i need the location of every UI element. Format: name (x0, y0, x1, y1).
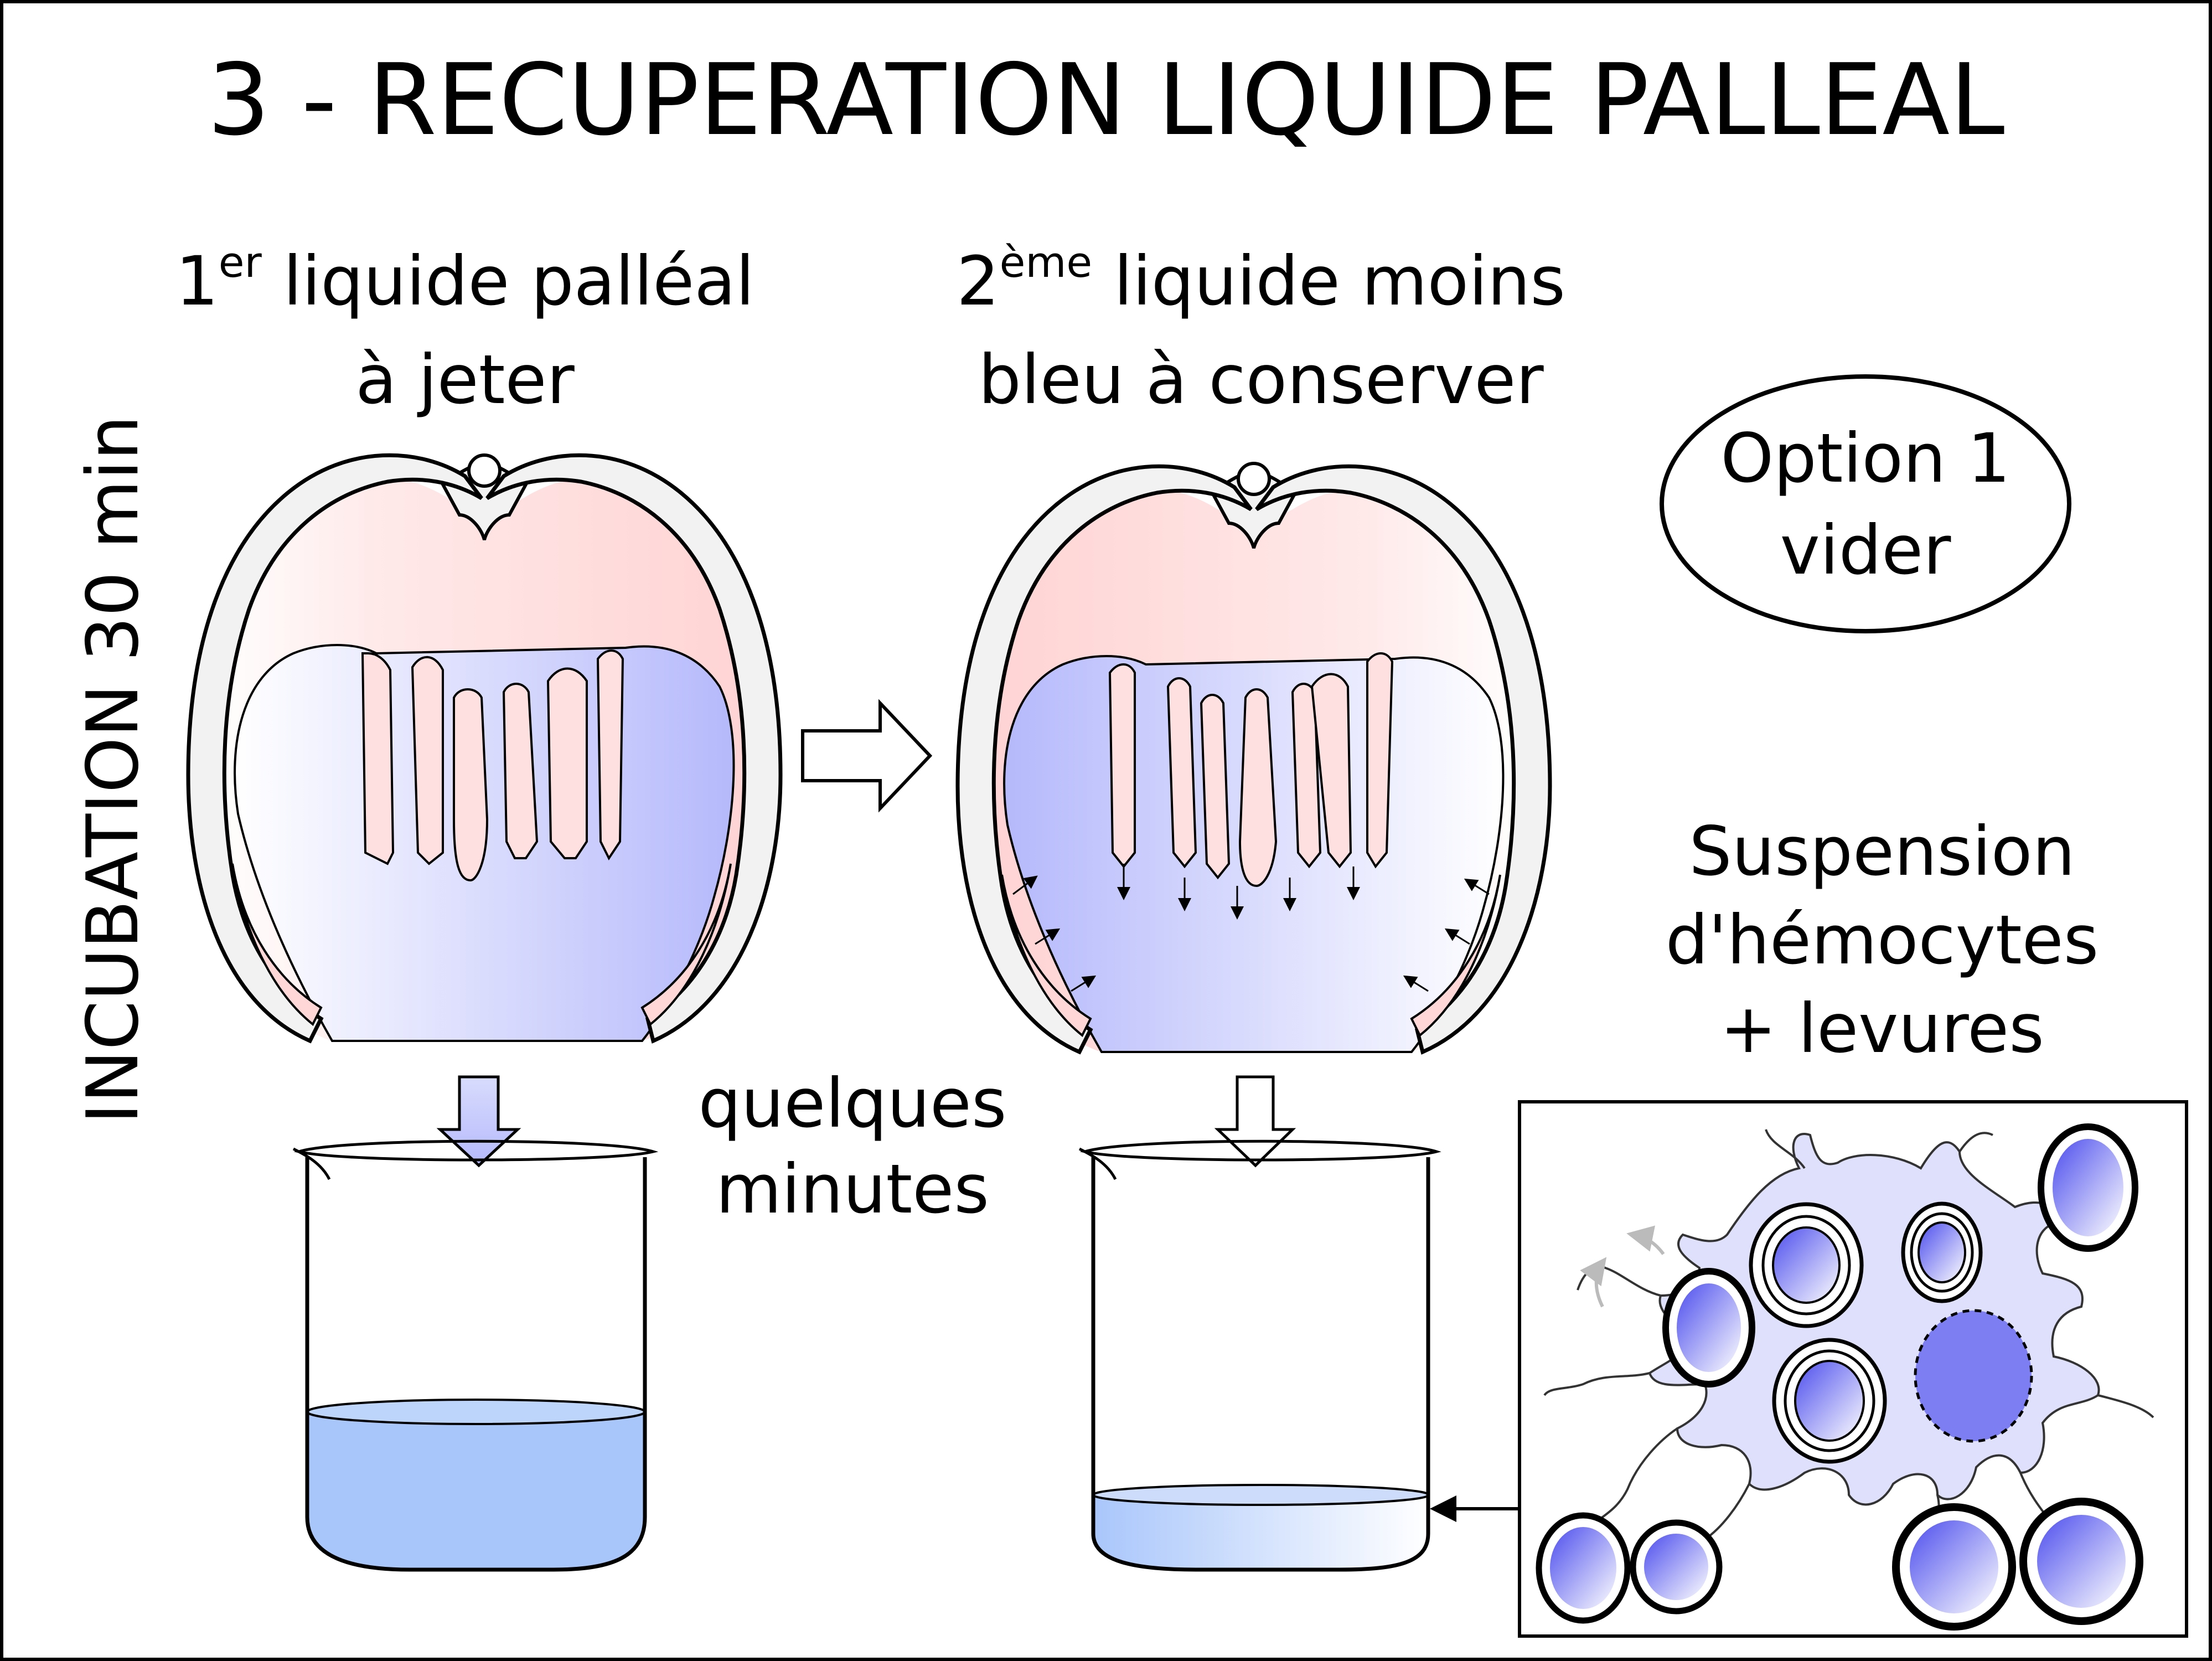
step2-caption-line1: 2ème liquide moins (957, 238, 1565, 321)
hemocyte-nucleus (1914, 1309, 2033, 1443)
suspension-line3: + levures (1720, 989, 2044, 1068)
oyster-2-hinge-ligament (1237, 462, 1271, 496)
step2-caption-line2: bleu à conserver (978, 341, 1544, 419)
free-yeast-6 (2019, 1498, 2143, 1625)
oyster-2-left-mantle-edge (1001, 874, 1092, 1038)
beaker-2-spout (1078, 1147, 1117, 1180)
oyster-1-hinge-ligament (467, 453, 502, 488)
wait-line2: minutes (716, 1150, 989, 1229)
free-yeast-5 (1892, 1503, 2016, 1631)
motion-arrows (1580, 1225, 1665, 1308)
oyster-2-right-valve (1255, 464, 1552, 1055)
diagram-title: 3 - RECUPERATION LIQUIDE PALLEAL (208, 43, 2005, 157)
step1-text: liquide palléal (262, 242, 754, 321)
option-ellipse (1660, 374, 2071, 633)
beaker-2-liquid-surface (1092, 1484, 1430, 1506)
beaker-2 (1078, 1139, 1441, 1572)
beaker-1-liquid-surface (306, 1399, 646, 1425)
step1-number: 1 (175, 242, 219, 321)
step1-superscript: er (219, 238, 262, 287)
beaker-1-liquid (307, 1412, 645, 1570)
oyster-1-left-valve (186, 453, 483, 1044)
internal-yeast-1 (1749, 1202, 1864, 1328)
oyster-2-open-shell (955, 462, 1552, 1055)
beaker-1-rim (293, 1139, 659, 1162)
beaker-2-rim (1079, 1139, 1441, 1162)
free-yeast-1 (1662, 1268, 1755, 1387)
down-arrow-2 (1214, 1075, 1296, 1168)
internal-yeast-3 (1772, 1338, 1887, 1464)
free-yeast-4 (1630, 1519, 1723, 1614)
oyster-1-right-mantle-edge (640, 863, 732, 1026)
option-line2: vider (1780, 511, 1952, 590)
oyster-2-left-valve (955, 464, 1253, 1055)
inset-panel (1518, 1100, 2188, 1638)
oyster-1-right-valve (485, 453, 783, 1044)
oyster-2-gills (1108, 652, 1394, 888)
step1-caption-line1: 1er liquide palléal (175, 238, 754, 321)
free-yeast-3 (1536, 1512, 1631, 1624)
hollow-right-arrow (801, 699, 933, 813)
internal-yeast-2 (1901, 1201, 1983, 1303)
oyster-1-left-mantle-edge (231, 863, 323, 1026)
down-arrow-1 (436, 1075, 521, 1168)
beaker-1-spout (292, 1147, 331, 1180)
oyster-1-open-shell (186, 453, 783, 1044)
free-yeast-2 (2038, 1123, 2138, 1252)
wait-line1: quelques (698, 1064, 1006, 1143)
oyster-2-flow-arrows (1012, 864, 1490, 992)
suspension-line2: d'hémocytes (1666, 901, 2099, 979)
step2-text: liquide moins (1092, 242, 1565, 321)
step1-caption-line2: à jeter (355, 341, 575, 419)
beaker-2-glass (1091, 1157, 1430, 1572)
beaker-1 (292, 1139, 659, 1572)
step2-superscript: ème (1000, 238, 1093, 287)
beaker-2-liquid (1093, 1495, 1428, 1570)
option-badge: Option 1 vider (1660, 374, 2071, 633)
oyster-1-gills (361, 649, 624, 882)
step2-number: 2 (957, 242, 1000, 321)
option-line1: Option 1 (1720, 419, 2011, 498)
incubation-label: INCUBATION 30 min (72, 415, 154, 1124)
oyster-2-right-mantle-edge (1410, 874, 1501, 1038)
suspension-line1: Suspension (1689, 812, 2075, 891)
beaker-1-glass (305, 1157, 647, 1572)
